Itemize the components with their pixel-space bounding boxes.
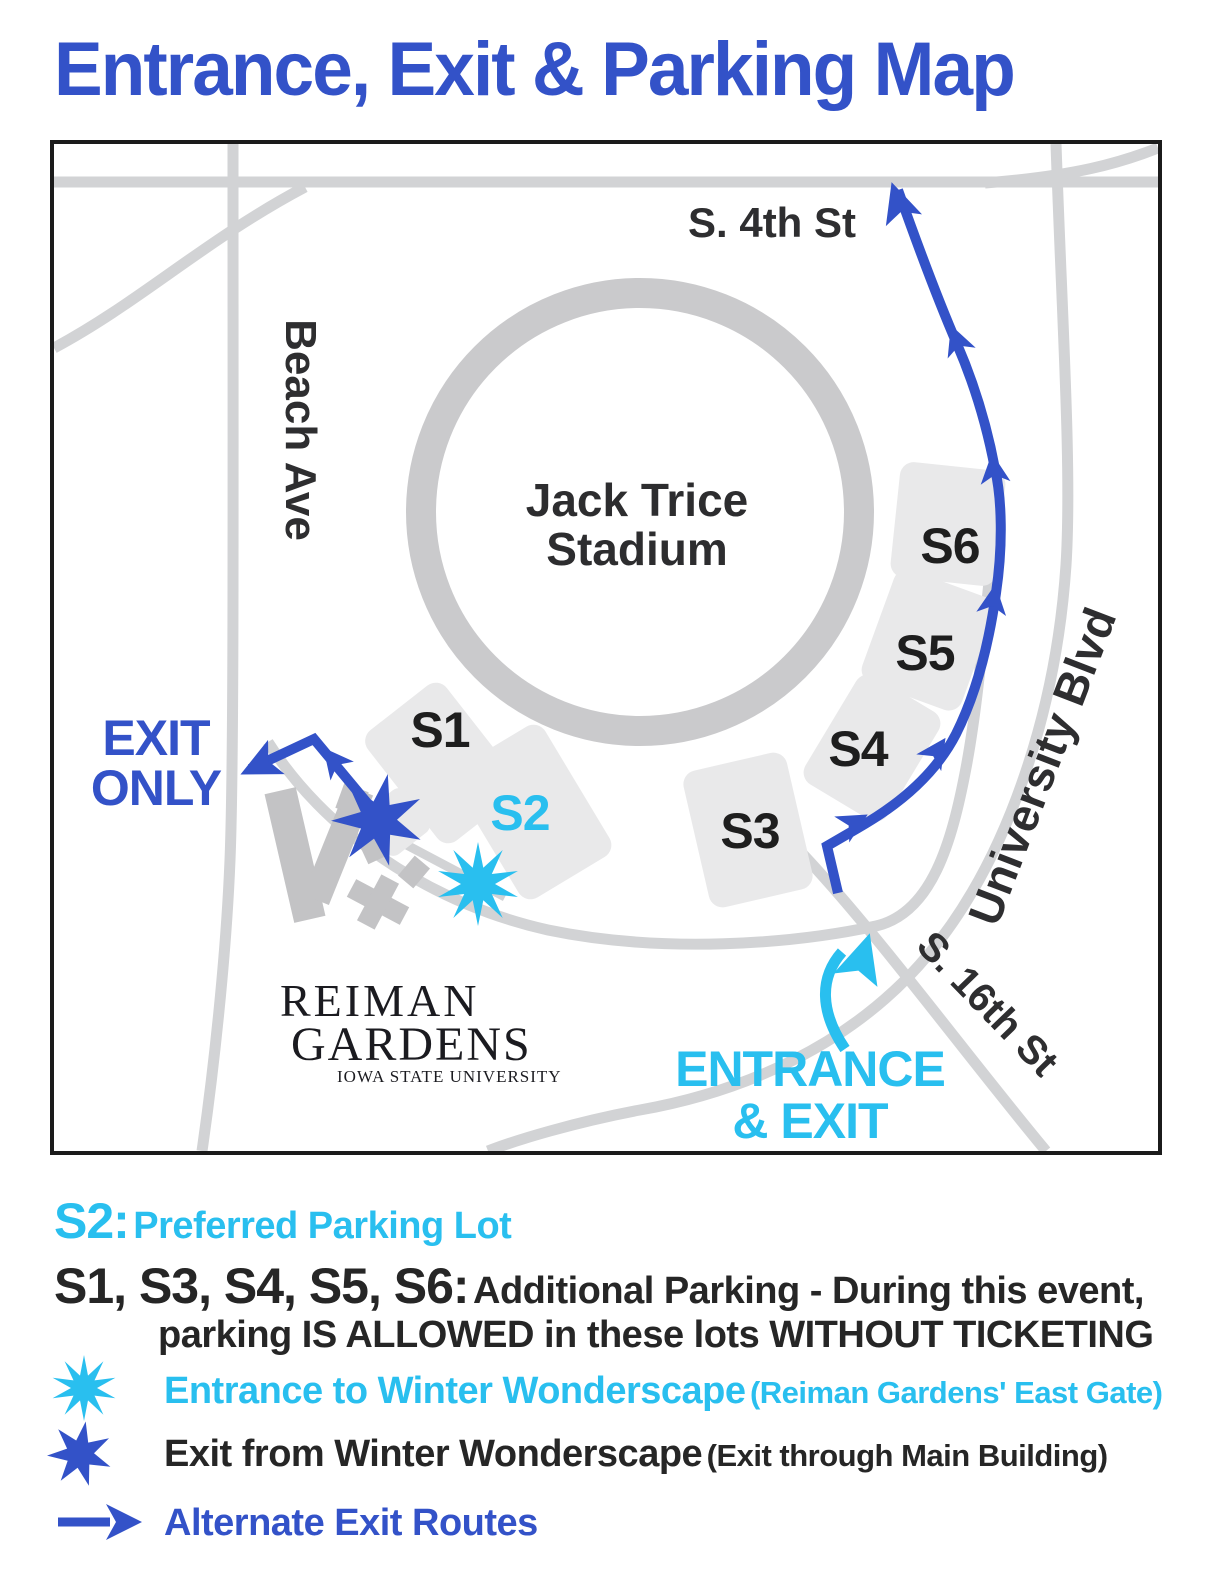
- stadium-label-line2: Stadium: [546, 523, 727, 575]
- exit-star-marker: [331, 774, 421, 866]
- legend-routes: Alternate Exit Routes: [164, 1504, 538, 1542]
- legend-preferred-text: Preferred Parking Lot: [133, 1205, 512, 1247]
- legend-entrance: Entrance to Winter Wonderscape (Reiman G…: [164, 1370, 1163, 1412]
- alternate-route-arrow-icon: [58, 1504, 142, 1540]
- lot-s6: [890, 462, 1006, 586]
- legend-exit: Exit from Winter Wonderscape (Exit throu…: [164, 1435, 1108, 1473]
- legend-additional-line2: parking IS ALLOWED in these lots WITHOUT…: [158, 1314, 1154, 1356]
- lot-s3: [683, 752, 813, 908]
- page-title: Entrance, Exit & Parking Map: [54, 27, 1016, 112]
- lot-label-s1: S1: [410, 702, 469, 758]
- stadium-ring: [406, 278, 874, 746]
- legend-entrance-label: Entrance to Winter Wonderscape: [164, 1370, 746, 1412]
- legend-preferred: S2: Preferred Parking Lot: [54, 1193, 512, 1249]
- legend-additional-tag: S1, S3, S4, S5, S6:: [54, 1258, 470, 1314]
- legend-additional: S1, S3, S4, S5, S6: Additional Parking -…: [54, 1261, 1144, 1311]
- logo-line3: IOWA STATE UNIVERSITY: [337, 1067, 562, 1086]
- logo-line2: GARDENS: [291, 1018, 532, 1071]
- lot-s2: [452, 724, 612, 900]
- lot-s5: [861, 569, 995, 711]
- exit-only-line1: EXIT: [102, 710, 210, 766]
- legend-exit-label: Exit from Winter Wonderscape: [164, 1433, 703, 1475]
- street-label-s4th: S. 4th St: [688, 199, 856, 246]
- legend-additional-line2-row: parking IS ALLOWED in these lots WITHOUT…: [158, 1314, 1154, 1356]
- legend-entrance-note: (Reiman Gardens' East Gate): [749, 1375, 1163, 1410]
- parking-map-canvas: S. 4th St Beach Ave University Blvd S. 1…: [54, 144, 1158, 1151]
- street-label-beach: Beach Ave: [276, 319, 325, 541]
- exit-star-icon: [47, 1421, 111, 1486]
- road-university-blvd: [485, 144, 1074, 1151]
- lot-label-s5: S5: [895, 625, 954, 681]
- lot-label-s3: S3: [720, 803, 779, 859]
- stadium-label-line1: Jack Trice: [526, 474, 749, 526]
- legend-routes-label: Alternate Exit Routes: [164, 1502, 538, 1544]
- lot-s4: [803, 674, 941, 822]
- road-s4th-corner: [984, 144, 1158, 189]
- entrance-exit-line2: & EXIT: [732, 1093, 888, 1149]
- entrance-star-icon: [52, 1355, 116, 1421]
- road-s16th: [791, 842, 1051, 1151]
- entrance-star-marker: [438, 842, 518, 926]
- alternate-exit-route-east: [821, 176, 1011, 895]
- lot-label-s2: S2: [490, 785, 549, 841]
- entrance-exit-line1: ENTRANCE: [675, 1041, 945, 1097]
- legend-exit-note: (Exit through Main Building): [706, 1438, 1109, 1473]
- exit-only-line2: ONLY: [91, 760, 222, 816]
- reiman-gardens-logo: REIMAN GARDENS IOWA STATE UNIVERSITY: [280, 975, 562, 1086]
- parking-map: S. 4th St Beach Ave University Blvd S. 1…: [50, 140, 1162, 1155]
- legend-preferred-tag: S2:: [54, 1193, 130, 1249]
- lot-label-s4: S4: [828, 721, 888, 777]
- logo-line1: REIMAN: [280, 975, 479, 1026]
- road-beach-ave: [196, 144, 239, 1151]
- lot-label-s6: S6: [920, 518, 979, 574]
- road-west-ramp: [54, 182, 308, 353]
- entrance-arrow: [820, 926, 892, 1053]
- legend-additional-line1: Additional Parking - During this event,: [473, 1270, 1144, 1312]
